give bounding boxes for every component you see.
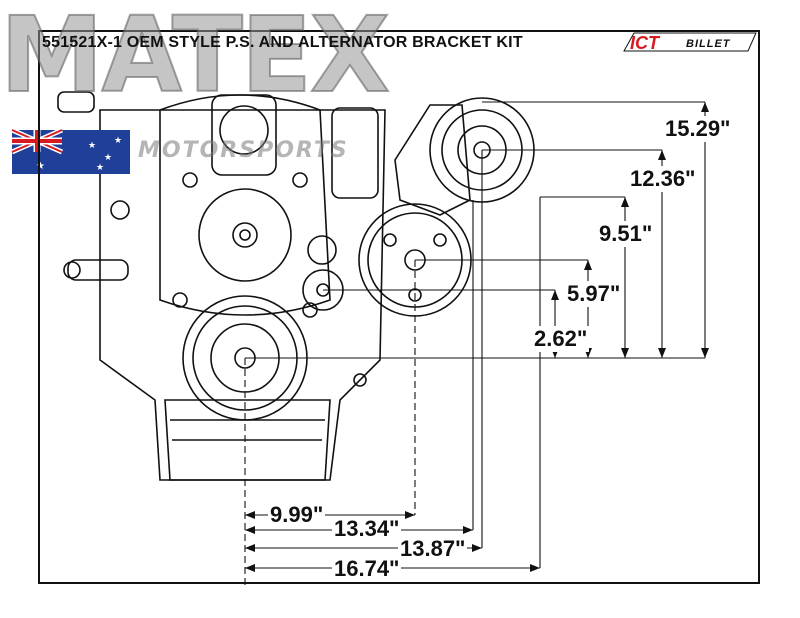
drawing-frame	[38, 30, 760, 584]
logo-text: ICT	[630, 33, 661, 53]
dim-alternator-width: 13.87"	[398, 536, 468, 562]
dim-ps-pulley-height: 5.97"	[565, 281, 623, 307]
dim-bracket-width: 13.34"	[332, 516, 402, 542]
svg-text:★: ★	[104, 153, 112, 163]
watermark: MATEX	[0, 0, 391, 117]
svg-text:★: ★	[96, 163, 104, 173]
engine-block-outline	[99, 109, 386, 481]
ps-reservoir	[331, 107, 379, 199]
throttle-body	[211, 94, 277, 176]
dim-idler-height: 2.62"	[532, 326, 590, 352]
water-pump-pulley	[198, 188, 292, 282]
dim-bracket-height: 9.51"	[597, 221, 655, 247]
australian-flag-icon: ★ ★ ★ ★ ★	[10, 127, 130, 174]
dim-overall-width: 16.74"	[332, 556, 402, 582]
svg-text:★: ★	[88, 141, 96, 151]
dim-ps-pulley-width: 9.99"	[268, 502, 326, 528]
ict-billet-logo: ICT BILLET	[623, 32, 757, 53]
dim-alternator-height: 15.29"	[663, 116, 733, 142]
idler-pulley-upper	[307, 235, 337, 265]
page-title: 551521X-1 OEM STYLE P.S. AND ALTERNATOR …	[42, 34, 523, 51]
dim-alternator-pivot-height: 12.36"	[628, 166, 698, 192]
logo-subtext: BILLET	[686, 38, 731, 50]
svg-text:★: ★	[114, 136, 122, 146]
coolant-reservoir	[57, 91, 95, 113]
water-outlet	[67, 259, 129, 281]
svg-text:★: ★	[36, 161, 45, 172]
alternator-bracket	[394, 104, 471, 216]
watermark-subtitle: MOTORSPORTS	[138, 138, 349, 163]
